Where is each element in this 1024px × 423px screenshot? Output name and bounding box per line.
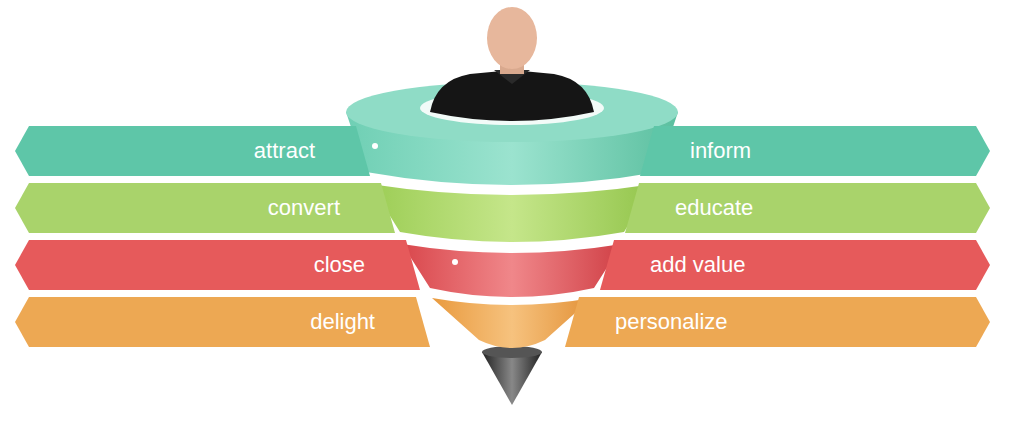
funnel-tip bbox=[482, 352, 542, 405]
sparkle bbox=[372, 143, 378, 149]
banner-label: personalize bbox=[615, 297, 728, 347]
right-banner: educate bbox=[625, 183, 990, 233]
banner-label: delight bbox=[310, 297, 375, 347]
banner-label: attract bbox=[254, 126, 315, 176]
right-banner: add value bbox=[600, 240, 990, 290]
person-head bbox=[487, 7, 537, 69]
sparkle bbox=[452, 259, 458, 265]
left-banner: close bbox=[15, 240, 420, 290]
funnel-layer-2 bbox=[370, 184, 654, 242]
banner-label: close bbox=[314, 240, 365, 290]
banner-label: convert bbox=[268, 183, 340, 233]
person-shirt bbox=[430, 70, 594, 121]
right-banner: inform bbox=[640, 126, 990, 176]
left-banner: delight bbox=[15, 297, 430, 347]
banner-label: add value bbox=[650, 240, 745, 290]
left-banner: convert bbox=[15, 183, 395, 233]
right-banner: personalize bbox=[565, 297, 990, 347]
left-banner: attract bbox=[15, 126, 370, 176]
banner-label: educate bbox=[675, 183, 753, 233]
funnel-layer-3 bbox=[402, 244, 622, 297]
banner-shape bbox=[15, 126, 370, 176]
banner-label: inform bbox=[690, 126, 751, 176]
